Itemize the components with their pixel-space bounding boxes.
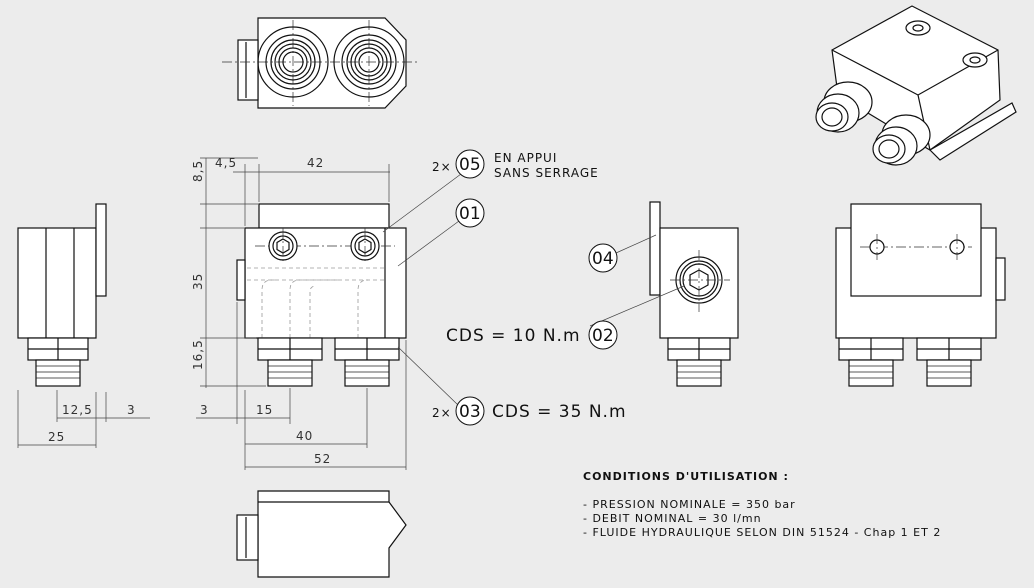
callout-05-text2: SANS SERRAGE	[494, 166, 599, 180]
callout-03-qty: 2×	[432, 406, 452, 420]
callout-01-bubble	[455, 198, 485, 228]
callout-02-ref: 02	[592, 326, 614, 346]
callout-02-bubble	[588, 320, 618, 350]
callout-02-torque: CDS = 10 N.m	[446, 326, 581, 346]
callout-03-bubble	[455, 396, 485, 426]
callout-05-text1: EN APPUI	[494, 151, 557, 165]
callout-01-ref: 01	[459, 204, 481, 224]
dim-3-front: 3	[200, 403, 209, 417]
rear-view	[835, 203, 1006, 387]
top-view	[222, 17, 420, 109]
dim-15: 15	[256, 403, 273, 417]
dim-40: 40	[296, 429, 313, 443]
front-view	[196, 157, 407, 470]
callout-03-torque: CDS = 35 N.m	[492, 402, 627, 422]
right-side-view	[649, 201, 739, 387]
callout-05-ref: 05	[459, 155, 481, 175]
left-side-view	[17, 203, 150, 448]
dim-16-5: 16,5	[191, 339, 205, 370]
callout-05-qty: 2×	[432, 160, 452, 174]
bottom-view	[236, 490, 407, 578]
condition-pressure: - PRESSION NOMINALE = 350 bar	[583, 498, 796, 511]
dim-3-left: 3	[127, 403, 136, 417]
dim-35: 35	[191, 273, 205, 290]
callout-05-bubble	[455, 149, 485, 179]
callout-04-bubble	[588, 243, 618, 273]
callout-04-ref: 04	[592, 249, 614, 269]
dim-42: 42	[307, 156, 324, 170]
operating-conditions: CONDITIONS D'UTILISATION : - PRESSION NO…	[583, 470, 941, 540]
dim-52: 52	[314, 452, 331, 466]
dim-4-5: 4,5	[215, 156, 237, 170]
leader-lines	[382, 173, 685, 406]
condition-fluid: - FLUIDE HYDRAULIQUE SELON DIN 51524 - C…	[583, 526, 942, 539]
condition-flow: - DEBIT NOMINAL = 30 l/mn	[583, 512, 762, 525]
conditions-title: CONDITIONS D'UTILISATION :	[583, 470, 789, 483]
dim-8-5: 8,5	[191, 160, 205, 182]
dim-12-5: 12,5	[62, 403, 93, 417]
isometric-view	[815, 5, 1017, 166]
dim-25: 25	[48, 430, 65, 444]
callout-03-ref: 03	[459, 402, 481, 422]
